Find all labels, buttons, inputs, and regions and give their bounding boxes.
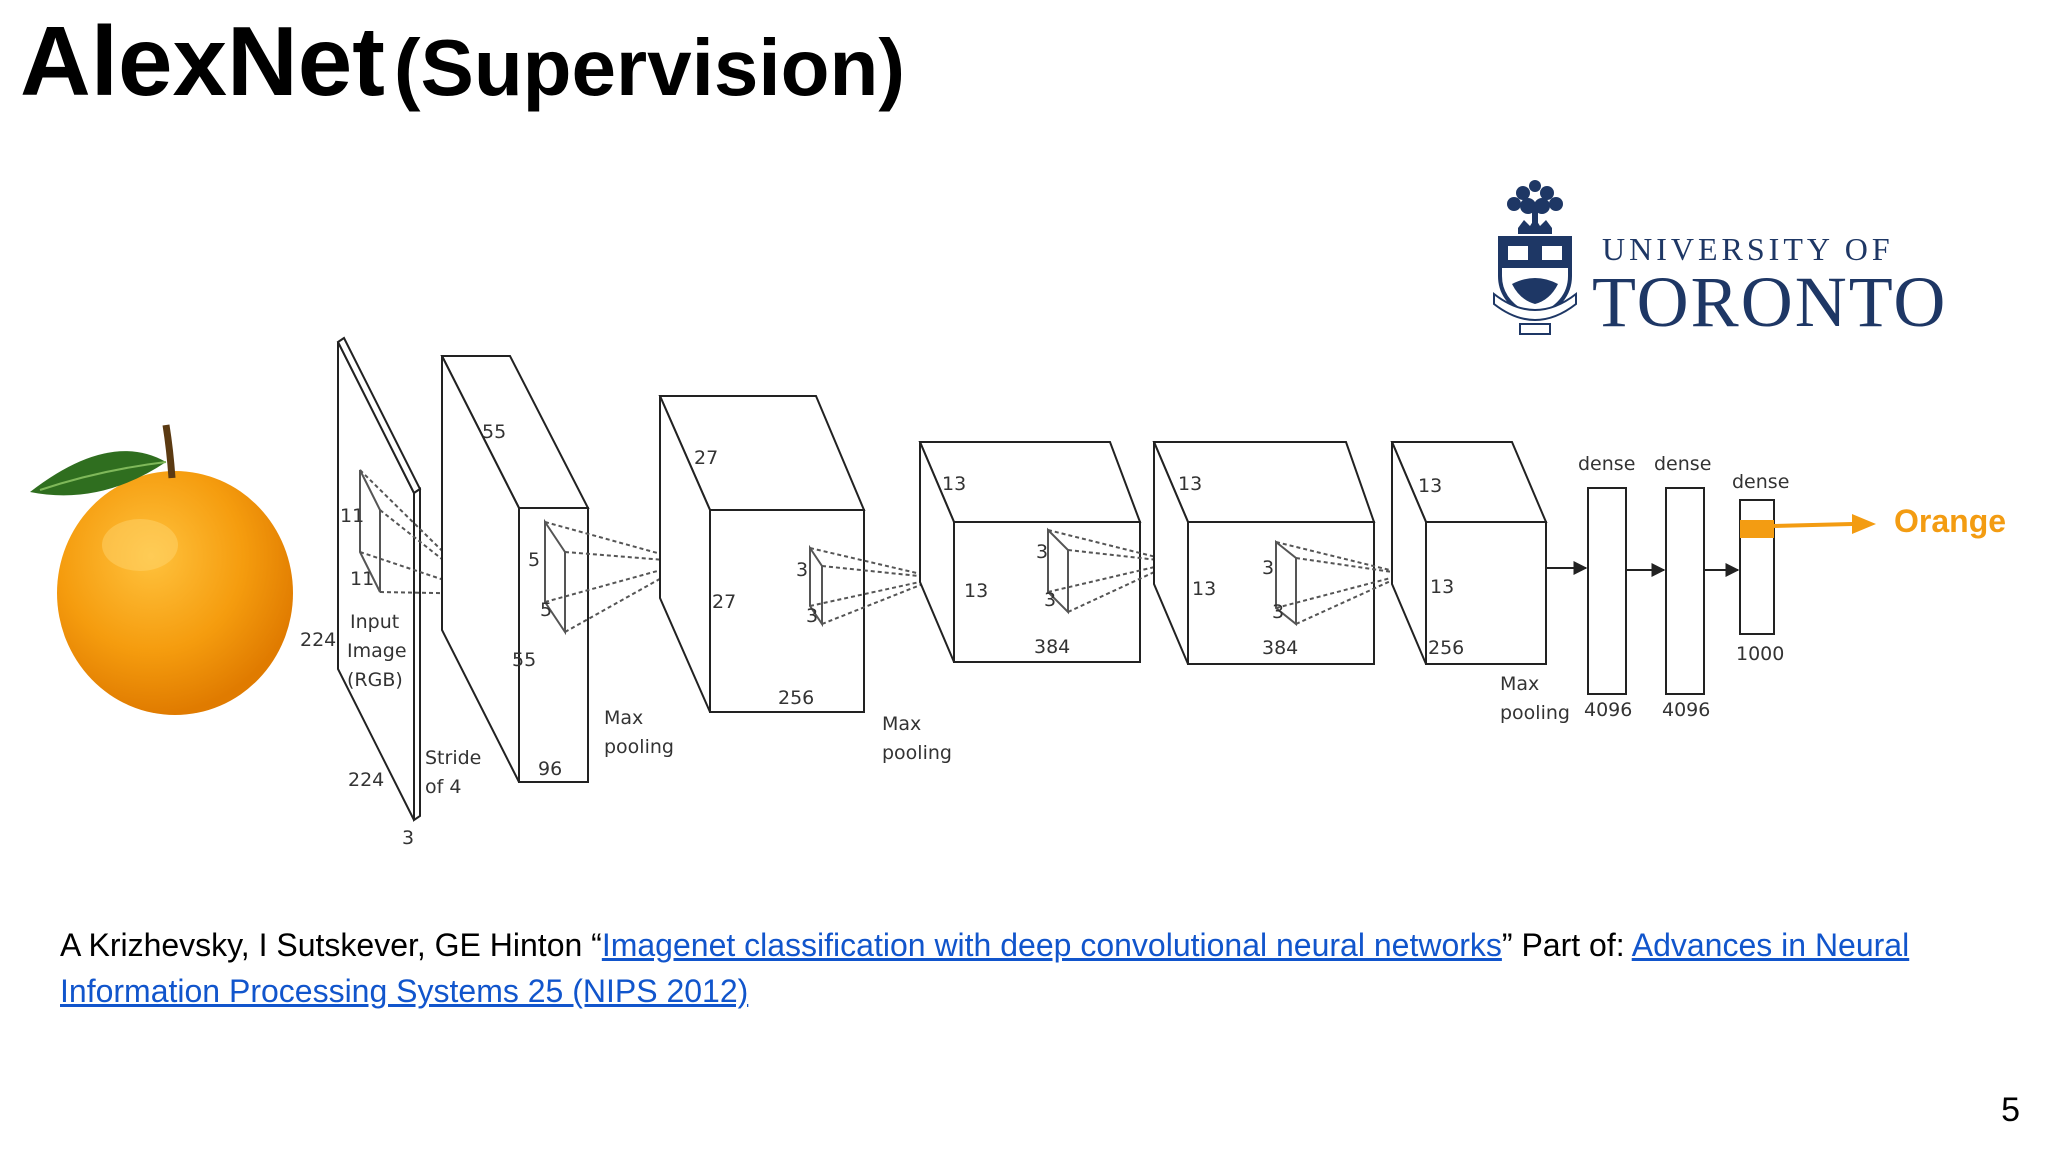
stride-line2: of 4 bbox=[425, 776, 461, 798]
conv4-kernel-height: 3 bbox=[1262, 557, 1274, 579]
dense-layer-2 bbox=[1665, 487, 1705, 695]
conv3-block bbox=[918, 441, 1177, 663]
dense2-units: 4096 bbox=[1662, 699, 1710, 721]
conv4-depth: 384 bbox=[1262, 637, 1298, 659]
paper-title-link[interactable]: Imagenet classification with deep convol… bbox=[601, 927, 1502, 963]
conv1-size-top: 55 bbox=[482, 421, 506, 443]
conv5-depth: 256 bbox=[1428, 637, 1464, 659]
slide-title-main: AlexNet bbox=[20, 6, 385, 116]
slide-title: AlexNet (Supervision) bbox=[20, 12, 905, 110]
citation: A Krizhevsky, I Sutskever, GE Hinton “Im… bbox=[60, 922, 1980, 1014]
input-kernel-width: 11 bbox=[350, 568, 374, 590]
university-of-toronto-logo: UNIVERSITY OF TORONTO bbox=[1493, 180, 1947, 342]
conv3-kernel-height: 3 bbox=[1036, 541, 1048, 563]
input-height-label: 224 bbox=[300, 629, 336, 651]
orange-fruit-image bbox=[30, 424, 293, 715]
conv4-block bbox=[1152, 441, 1407, 665]
output-unit-highlight bbox=[1740, 520, 1774, 538]
output-class-label: Orange bbox=[1894, 503, 2006, 539]
conv2-block bbox=[658, 395, 939, 713]
input-image-block bbox=[336, 336, 487, 822]
pool1-line1: Max bbox=[604, 707, 643, 729]
pool3-line2: pooling bbox=[1500, 702, 1570, 724]
citation-quote-open: “ bbox=[591, 927, 602, 963]
input-caption-line2: Image bbox=[347, 640, 407, 662]
logo-university-of: UNIVERSITY OF bbox=[1602, 231, 1894, 267]
dense3-units: 1000 bbox=[1736, 643, 1784, 665]
output-arrow-line bbox=[1773, 522, 1853, 528]
conv1-kernel-width: 5 bbox=[540, 599, 552, 621]
slide-title-subtitle: (Supervision) bbox=[393, 23, 905, 112]
conv2-kernel-width: 3 bbox=[806, 605, 818, 627]
conv5-size-side: 13 bbox=[1430, 576, 1454, 598]
citation-quote-close: ” bbox=[1501, 927, 1513, 963]
page-number: 5 bbox=[2001, 1091, 2020, 1129]
conv3-size-top: 13 bbox=[942, 473, 966, 495]
output-arrow-head-icon bbox=[1852, 514, 1876, 534]
pool2-line2: pooling bbox=[882, 742, 952, 764]
conv1-depth: 96 bbox=[538, 758, 562, 780]
citation-authors: A Krizhevsky, I Sutskever, GE Hinton bbox=[60, 927, 592, 963]
dense-layer-1 bbox=[1587, 487, 1627, 695]
conv2-size-side: 27 bbox=[712, 591, 736, 613]
input-caption-line1: Input bbox=[350, 611, 399, 633]
conv2-kernel-height: 3 bbox=[796, 559, 808, 581]
conv4-size-side: 13 bbox=[1192, 578, 1216, 600]
stride-line1: Stride bbox=[425, 747, 481, 769]
pool3-line1: Max bbox=[1500, 673, 1539, 695]
venue-link[interactable]: Advances in Neural Information Processin… bbox=[60, 927, 1910, 1009]
conv3-kernel-width: 3 bbox=[1044, 589, 1056, 611]
conv3-depth: 384 bbox=[1034, 636, 1070, 658]
conv5-size-top: 13 bbox=[1418, 475, 1442, 497]
input-width-label: 224 bbox=[348, 769, 384, 791]
dense3-label: dense bbox=[1732, 471, 1789, 493]
uoft-crest-icon bbox=[1493, 180, 1577, 335]
conv1-block bbox=[440, 355, 691, 783]
conv1-kernel-height: 5 bbox=[528, 549, 540, 571]
conv4-size-top: 13 bbox=[1178, 473, 1202, 495]
conv1-size-side: 55 bbox=[512, 649, 536, 671]
conv4-kernel-width: 3 bbox=[1272, 601, 1284, 623]
pool1-line2: pooling bbox=[604, 736, 674, 758]
dense2-label: dense bbox=[1654, 453, 1711, 475]
conv3-size-side: 13 bbox=[964, 580, 988, 602]
alexnet-architecture-diagram: Orange 11 11 Input Image (RGB) 224 224 3… bbox=[30, 336, 2006, 849]
input-depth-label: 3 bbox=[402, 827, 414, 849]
input-caption-line3: (RGB) bbox=[347, 669, 403, 691]
pool2-line1: Max bbox=[882, 713, 921, 735]
logo-toronto: TORONTO bbox=[1592, 262, 1947, 342]
conv5-block bbox=[1390, 441, 1548, 665]
conv2-depth: 256 bbox=[778, 687, 814, 709]
input-kernel-height: 11 bbox=[340, 505, 364, 527]
dense1-label: dense bbox=[1578, 453, 1635, 475]
citation-part-of: Part of: bbox=[1512, 927, 1632, 963]
dense1-units: 4096 bbox=[1584, 699, 1632, 721]
conv2-size-top: 27 bbox=[694, 447, 718, 469]
